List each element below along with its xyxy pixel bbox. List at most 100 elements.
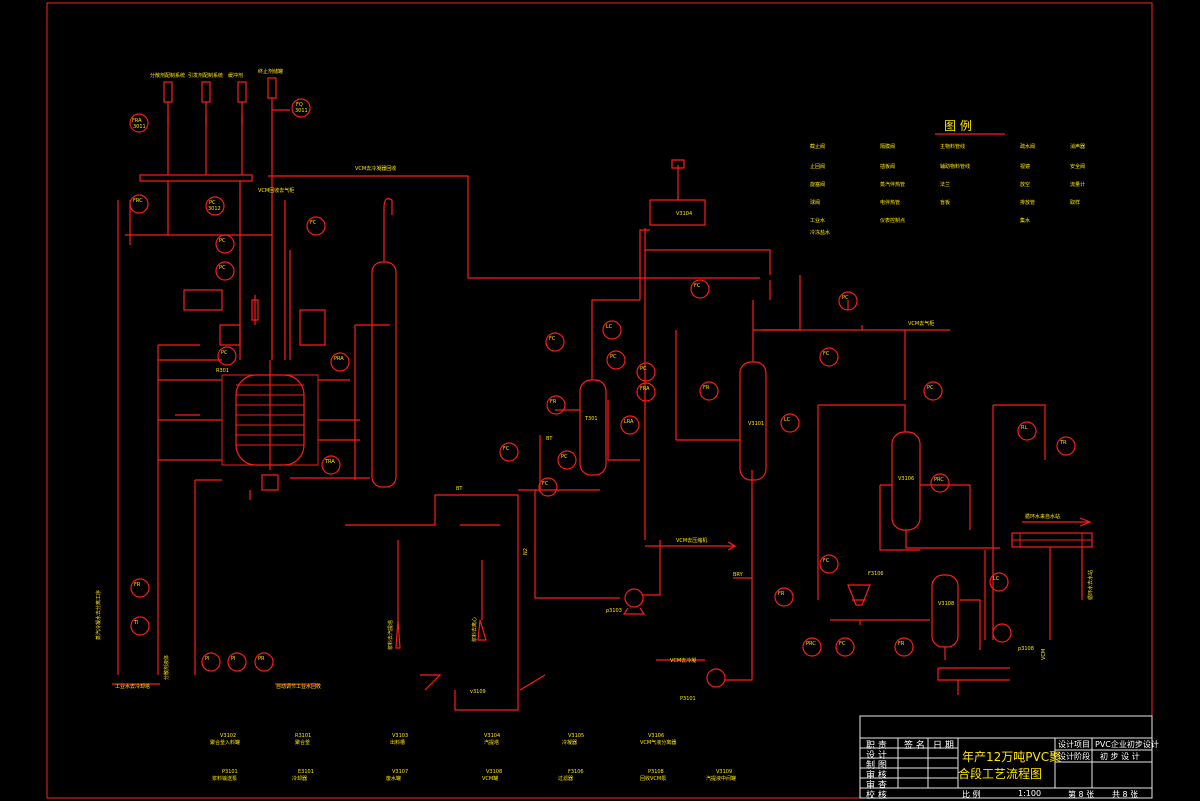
- svg-text:取样: 取样: [1070, 199, 1080, 206]
- svg-text:V3109: V3109: [716, 769, 732, 775]
- reactor-piping: 蒸汽冷凝水去分离工序 工业水去冷却塔 自动调节工业水回收 分散剂液体: [95, 181, 390, 690]
- svg-text:PC: PC: [640, 366, 647, 372]
- svg-text:蒸汽伴热管: 蒸汽伴热管: [880, 181, 905, 188]
- svg-text:PRA: PRA: [334, 356, 344, 362]
- svg-text:引发剂配制系统: 引发剂配制系统: [188, 72, 223, 79]
- svg-text:p3108: p3108: [1018, 646, 1034, 652]
- svg-text:V3108: V3108: [938, 601, 954, 607]
- tb-role-draw: 制 图: [866, 761, 887, 771]
- svg-text:V3108: V3108: [486, 769, 502, 775]
- legend: 图 例 截止阀隔膜阀主物料管线 疏水阀消声器 止回阀插板阀辅助物料管线 视镜安全…: [810, 119, 1085, 236]
- svg-text:PC: PC: [842, 295, 849, 301]
- svg-text:FR: FR: [778, 591, 785, 597]
- svg-text:R3101: R3101: [295, 733, 311, 739]
- svg-text:FR: FR: [134, 582, 141, 588]
- svg-text:R301: R301: [216, 368, 229, 374]
- svg-text:PC: PC: [927, 385, 934, 391]
- svg-text:聚合釜入料罐: 聚合釜入料罐: [210, 739, 240, 746]
- svg-text:BRY: BRY: [733, 572, 744, 578]
- feed-tanks: 分散剂配制系统 引发剂配制系统 缓冲剂 终止剂储罐: [139, 68, 290, 360]
- mid-instruments: FC LC PC PC FRA FR LRA FC PC FC FC FR LC…: [499, 279, 839, 497]
- svg-text:辅助物料管线: 辅助物料管线: [940, 163, 970, 170]
- svg-text:工业水去冷却塔: 工业水去冷却塔: [115, 683, 150, 690]
- svg-text:隔膜阀: 隔膜阀: [880, 143, 895, 150]
- svg-text:V3104: V3104: [484, 733, 500, 739]
- svg-text:p3103: p3103: [606, 608, 622, 614]
- mid-to-right-piping: VCM去压缩机 VCM去冷凝 P3101 BRY: [643, 470, 753, 702]
- svg-text:PR: PR: [258, 656, 265, 662]
- svg-text:FC: FC: [503, 446, 510, 452]
- svg-text:P3101: P3101: [222, 769, 238, 775]
- svg-text:V3105: V3105: [568, 733, 584, 739]
- drawing-title-line2: 合段工艺流程图: [958, 767, 1043, 781]
- tb-stage-label: 设计阶段: [1058, 752, 1090, 761]
- svg-text:主物料管线: 主物料管线: [940, 143, 965, 150]
- svg-text:PC: PC: [561, 454, 568, 460]
- svg-text:TRA: TRA: [324, 459, 335, 465]
- tb-header-role: 职 责: [866, 741, 887, 751]
- svg-text:PC: PC: [209, 200, 216, 206]
- svg-text:排放管: 排放管: [1020, 199, 1035, 206]
- svg-text:FRA: FRA: [640, 386, 650, 392]
- tb-stage-value: 初 步 设 计: [1100, 752, 1140, 761]
- svg-text:仪表控制点: 仪表控制点: [880, 217, 905, 224]
- svg-text:PC: PC: [221, 350, 228, 356]
- svg-text:BT: BT: [456, 486, 463, 492]
- svg-text:循环水去水站: 循环水去水站: [1087, 570, 1094, 600]
- right-instruments: FC FR PRC FC FR RL TR LC: [774, 421, 1076, 657]
- column-V301: V3101: [675, 275, 801, 481]
- svg-text:v3109: v3109: [470, 689, 486, 695]
- svg-text:BT: BT: [546, 436, 553, 442]
- pump-P301: p3103: [606, 588, 646, 615]
- svg-text:F3106: F3106: [868, 571, 884, 577]
- svg-text:截止阀: 截止阀: [810, 143, 825, 150]
- svg-text:放空: 放空: [1020, 181, 1030, 188]
- svg-text:FC: FC: [839, 641, 846, 647]
- svg-text:V3107: V3107: [392, 769, 408, 775]
- reactor-R301: R301: [183, 289, 326, 491]
- svg-text:V3106: V3106: [648, 733, 664, 739]
- svg-text:FC: FC: [542, 481, 549, 487]
- svg-text:P3108: P3108: [648, 769, 664, 775]
- svg-text:消声器: 消声器: [1070, 143, 1085, 150]
- svg-text:电伴热管: 电伴热管: [880, 199, 900, 206]
- svg-text:视镜: 视镜: [1020, 163, 1030, 170]
- svg-text:LRA: LRA: [624, 419, 634, 425]
- svg-text:FR: FR: [550, 399, 557, 405]
- svg-text:终止剂储罐: 终止剂储罐: [258, 68, 283, 75]
- tb-role-design: 设 计: [866, 751, 887, 761]
- condenser-column: VCM去冷凝器回收 VCM回收去气柜: [258, 165, 760, 488]
- svg-text:浆料输送泵: 浆料输送泵: [212, 775, 237, 782]
- svg-text:FC: FC: [694, 283, 701, 289]
- svg-text:V3101: V3101: [748, 421, 764, 427]
- svg-text:FC: FC: [823, 558, 830, 564]
- pump-P3108: p3108: [992, 623, 1034, 652]
- right-top-lines: PC VCM去气柜 PC: [762, 291, 950, 401]
- svg-text:PC: PC: [219, 265, 226, 271]
- stripper-T301: T301 V3104: [518, 159, 771, 540]
- svg-text:FC: FC: [310, 220, 317, 226]
- svg-text:浆料去汽提塔: 浆料去汽提塔: [387, 620, 394, 650]
- tb-header-date: 日 期: [933, 741, 954, 751]
- svg-text:旋塞阀: 旋塞阀: [810, 181, 825, 188]
- svg-text:3011: 3011: [133, 124, 146, 130]
- svg-text:PI: PI: [205, 656, 210, 662]
- tb-project-label: 设计项目: [1058, 740, 1090, 749]
- tb-scale-label: 比 例: [962, 790, 981, 799]
- tb-role-review: 审 核: [866, 771, 887, 781]
- svg-text:废水罐: 废水罐: [386, 775, 401, 782]
- svg-text:球阀: 球阀: [810, 199, 820, 206]
- vessel-V3108: V3108: [931, 550, 1010, 695]
- svg-text:FC: FC: [549, 336, 556, 342]
- svg-text:汽提塔: 汽提塔: [484, 739, 499, 746]
- svg-text:VCM: VCM: [1041, 649, 1047, 660]
- svg-text:N2: N2: [523, 548, 529, 555]
- svg-text:E3101: E3101: [298, 769, 314, 775]
- filter-F3106: F3106: [830, 571, 930, 625]
- svg-text:FC: FC: [823, 351, 830, 357]
- svg-text:浆料去离心: 浆料去离心: [471, 617, 478, 642]
- svg-text:P3101: P3101: [680, 696, 696, 702]
- svg-text:LC: LC: [606, 324, 613, 330]
- svg-text:PRC: PRC: [934, 477, 944, 483]
